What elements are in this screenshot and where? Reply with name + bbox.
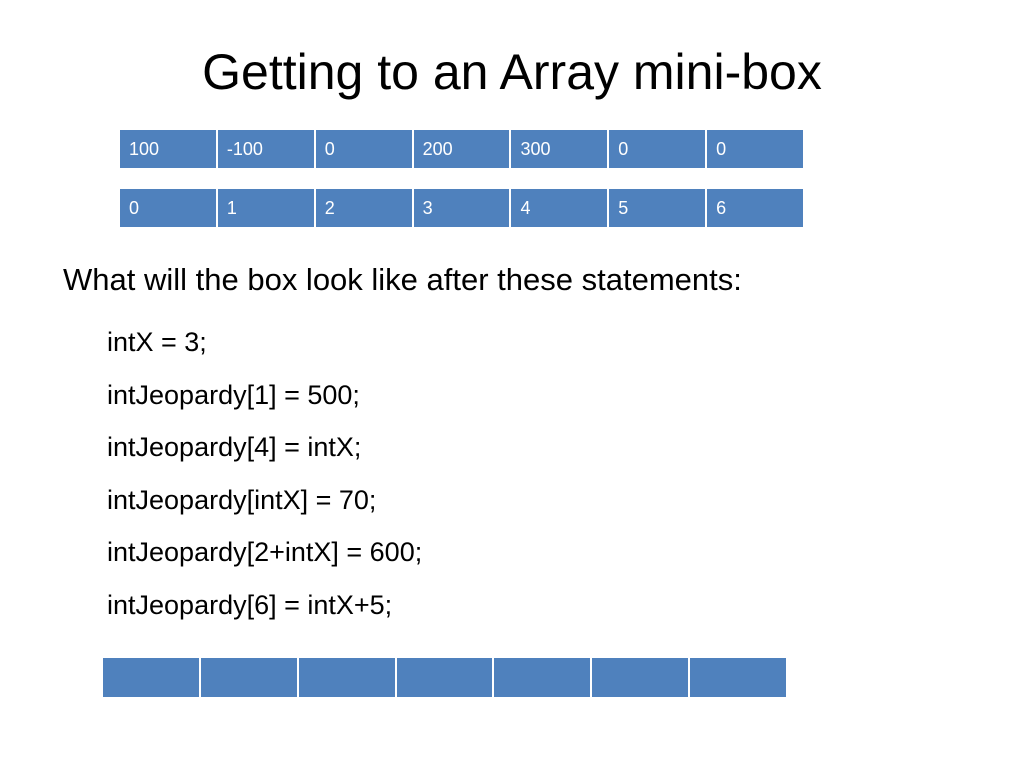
- array-value-cell: 0: [315, 130, 414, 168]
- array-value-cell: 100: [120, 130, 218, 168]
- array-index-cell: 1: [217, 189, 316, 227]
- answer-blank-cell: [690, 658, 787, 697]
- answer-blank-cell: [592, 658, 691, 697]
- array-values-row: 100 -100 0 200 300 0 0: [120, 129, 804, 169]
- array-index-row: 0 1 2 3 4 5 6: [120, 188, 804, 228]
- code-statement: intX = 3;: [107, 327, 207, 357]
- slide-title: Getting to an Array mini-box: [202, 44, 822, 100]
- array-index-cell: 6: [707, 189, 804, 227]
- answer-blank-cell: [103, 658, 201, 697]
- code-statement: intJeopardy[2+intX] = 600;: [107, 537, 423, 567]
- answer-blank-cell: [396, 658, 495, 697]
- answer-blank-cell: [200, 658, 299, 697]
- array-value-cell: 200: [413, 130, 512, 168]
- code-statement: intJeopardy[4] = intX;: [107, 432, 362, 462]
- code-statement: intJeopardy[6] = intX+5;: [107, 589, 393, 620]
- array-value-cell: 0: [609, 130, 708, 168]
- array-index-cell: 4: [511, 189, 610, 227]
- array-value-cell: -100: [217, 130, 316, 168]
- array-index-cell: 5: [609, 189, 708, 227]
- array-value-cell: 300: [511, 130, 610, 168]
- code-statement: intJeopardy[intX] = 70;: [107, 484, 377, 515]
- code-statement: intJeopardy[1] = 500;: [107, 379, 360, 410]
- array-index-cell: 0: [120, 189, 218, 227]
- array-value-cell: 0: [707, 130, 804, 168]
- answer-blank-cell: [298, 658, 397, 697]
- answer-blank-row: [103, 657, 787, 698]
- answer-blank-cell: [494, 658, 593, 697]
- statement-list: intX = 3; intJeopardy[1] = 500; intJeopa…: [107, 316, 422, 631]
- question-text: What will the box look like after these …: [63, 262, 742, 297]
- array-index-cell: 2: [315, 189, 414, 227]
- array-index-cell: 3: [413, 189, 512, 227]
